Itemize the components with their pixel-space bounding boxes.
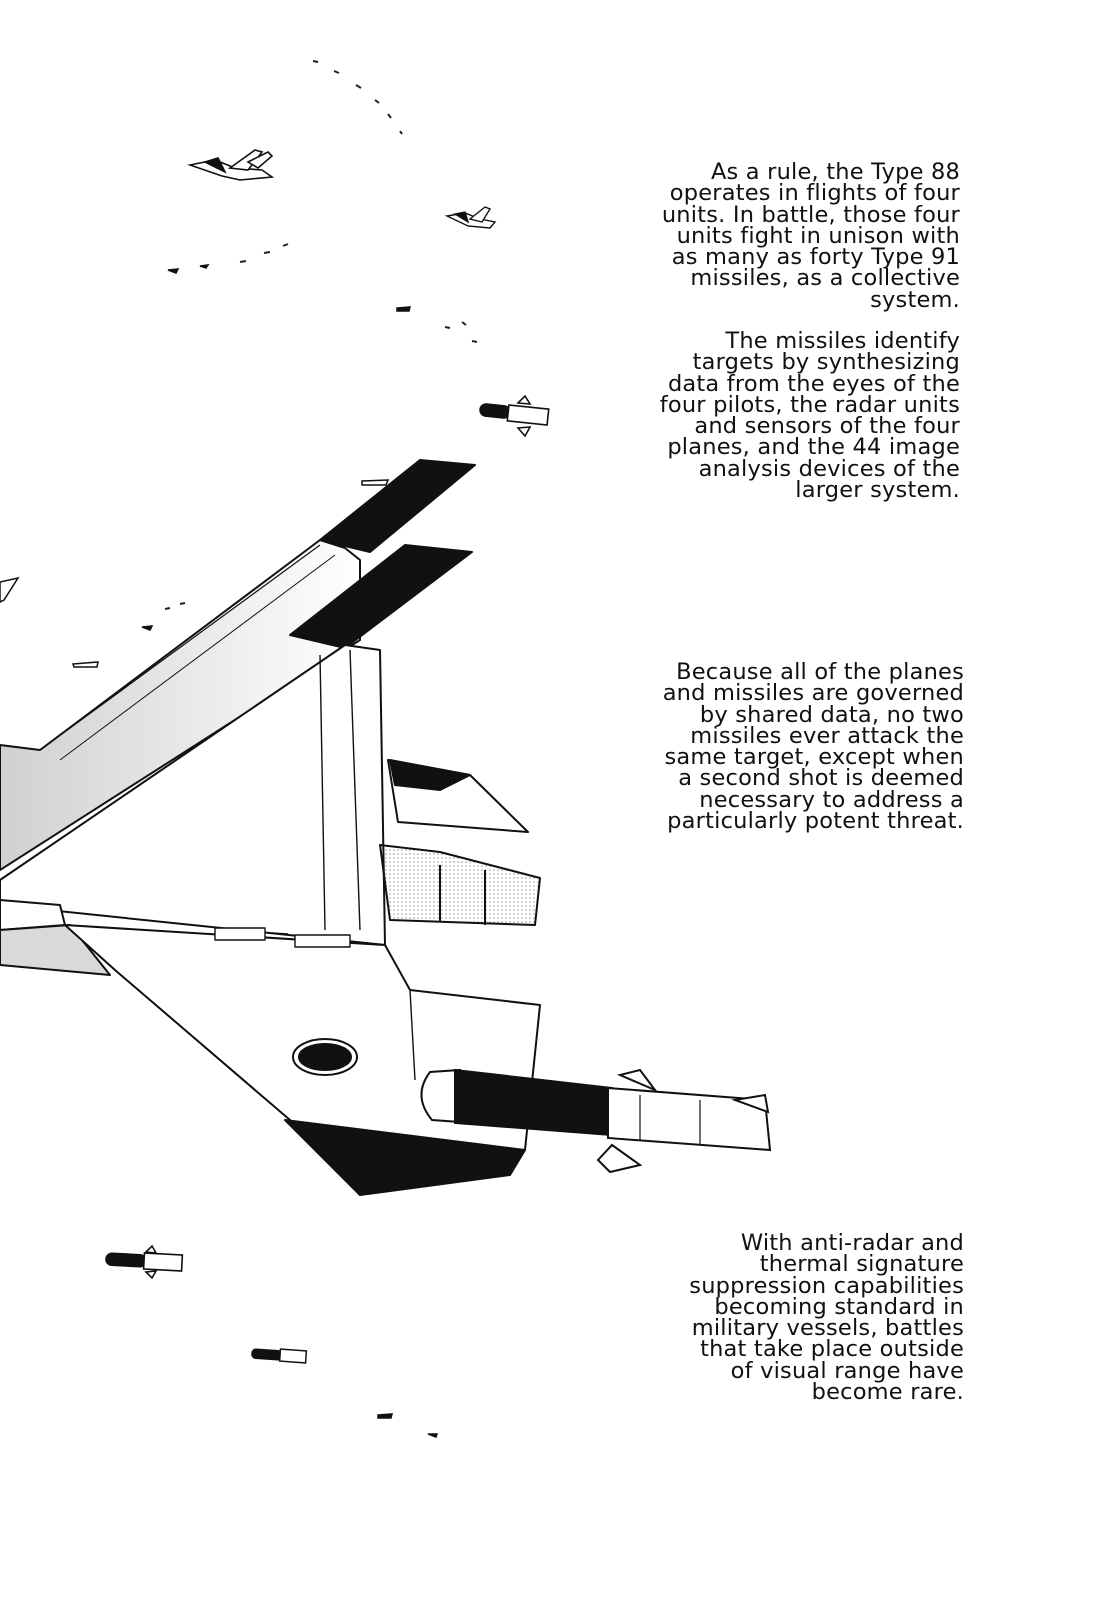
caption-line: of visual range have: [730, 1357, 964, 1384]
caption-line: same target, except when: [664, 744, 964, 771]
caption-line: necessary to address a: [699, 786, 964, 813]
caption-line: a second shot is deemed: [678, 765, 964, 792]
caption-visual-range: With anti-radar and thermal signature su…: [600, 1230, 964, 1406]
caption-line: thermal signature: [759, 1251, 964, 1278]
caption-line: As a rule, the Type 88: [710, 159, 960, 185]
caption-line: and sensors of the four: [694, 413, 960, 440]
tiny-missiles: [71, 264, 439, 1438]
streak-marks: [164, 60, 478, 610]
caption-line: larger system.: [795, 477, 960, 504]
caption-shared-data: Because all of the planes and missiles a…: [600, 659, 964, 835]
caption-line: that take place outside: [700, 1336, 964, 1363]
distant-jet-1: [186, 149, 275, 181]
caption-line: planes, and the 44 image: [667, 434, 960, 461]
medium-missile-lower-1: [105, 1244, 184, 1280]
caption-line: four pilots, the radar units: [659, 391, 960, 418]
caption-line: suppression capabilities: [689, 1272, 964, 1299]
caption-line: targets by synthesizing: [692, 349, 960, 376]
caption-line: units. In battle, those four: [661, 201, 960, 228]
caption-line: With anti-radar and: [740, 1230, 964, 1256]
caption-line: particularly potent threat.: [667, 808, 964, 835]
caption-line: data from the eyes of the: [667, 370, 960, 397]
foreground-missile: [420, 1068, 772, 1174]
caption-line: analysis devices of the: [698, 455, 960, 482]
caption-line: becoming standard in: [714, 1293, 964, 1320]
caption-line: military vessels, battles: [691, 1315, 964, 1342]
medium-missile-lower-2: [251, 1348, 308, 1364]
caption-line: units fight in unison with: [676, 222, 960, 249]
left-wing-fragment: [0, 576, 20, 603]
caption-line: system.: [870, 286, 960, 313]
caption-line: by shared data, no two: [699, 701, 964, 728]
caption-line: become rare.: [811, 1379, 964, 1406]
caption-line: missiles, as a collective: [690, 265, 960, 292]
caption-target-identification: The missiles identify targets by synthes…: [600, 328, 960, 504]
caption-line: Because all of the planes: [676, 659, 964, 685]
main-aircraft: [0, 459, 541, 1196]
caption-flight-formation: As a rule, the Type 88 operates in fligh…: [600, 159, 960, 313]
caption-line: The missiles identify: [725, 328, 960, 354]
caption-line: and missiles are governed: [662, 680, 964, 707]
caption-line: as many as forty Type 91: [671, 244, 960, 271]
medium-missile-upper: [479, 394, 550, 438]
distant-jet-2: [444, 206, 497, 229]
caption-line: missiles ever attack the: [690, 722, 964, 749]
caption-line: operates in flights of four: [669, 180, 960, 207]
